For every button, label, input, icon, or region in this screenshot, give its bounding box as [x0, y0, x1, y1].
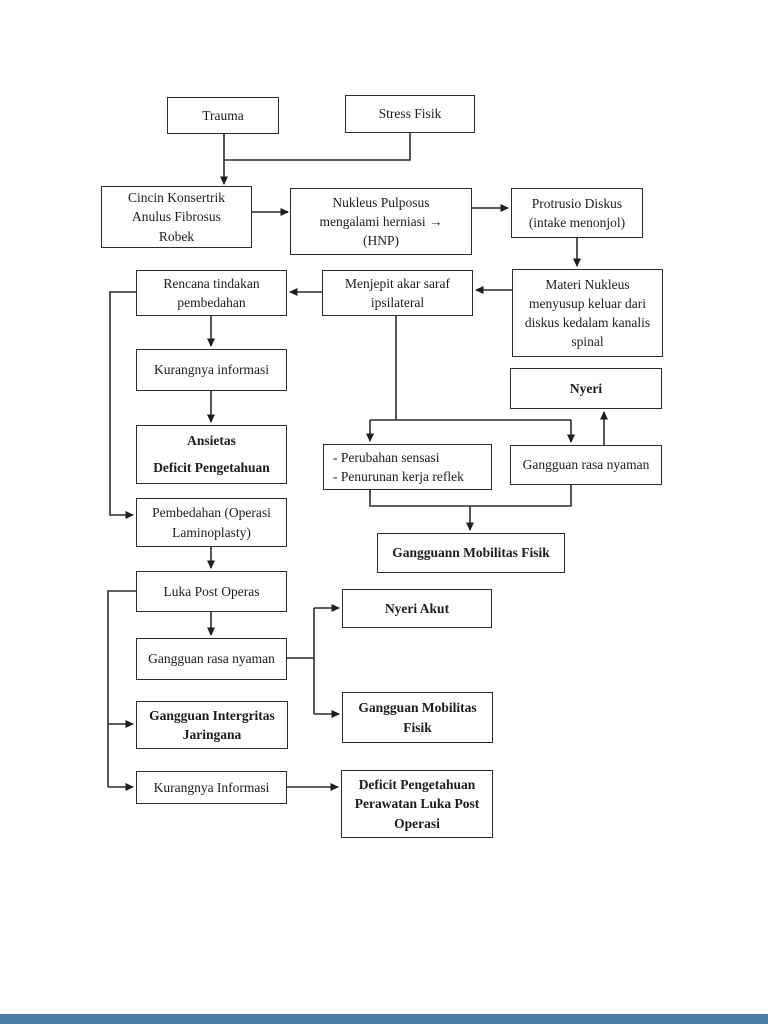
- box-gangguann-mobilitas-fisik: Gangguann Mobilitas Fisik: [377, 533, 565, 573]
- box-perubahan-sensasi: - Perubahan sensasi - Penurunan kerja re…: [323, 444, 492, 490]
- box-trauma: Trauma: [167, 97, 279, 134]
- box-nyeri-akut: Nyeri Akut: [342, 589, 492, 628]
- box-kurangnya-informasi-atas: Kurangnya informasi: [136, 349, 287, 391]
- arrow-rencana-to-pembedahan: [109, 291, 136, 519]
- box-rencana-tindakan: Rencana tindakan pembedahan: [136, 270, 287, 316]
- line-stressfisik-junction: [224, 133, 411, 161]
- box-protrusio-diskus: Protrusio Diskus (intake menonjol): [511, 188, 643, 238]
- box-ansietas-deficit: Ansietas Deficit Pengetahuan: [136, 425, 287, 484]
- box-pembedahan: Pembedahan (Operasi Laminoplasty): [136, 498, 287, 547]
- box-menjepit-akar-saraf: Menjepit akar saraf ipsilateral: [322, 270, 473, 316]
- box-nukleus-pulposus: Nukleus Pulposus mengalami herniasi → (H…: [290, 188, 472, 255]
- box-luka-post-operas: Luka Post Operas: [136, 571, 287, 612]
- box-gangguan-mobilitas-fisik: Gangguan Mobilitas Fisik: [342, 692, 493, 743]
- line-luka-left-down: [107, 590, 136, 787]
- box-gangguan-intergritas: Gangguan Intergritas Jaringana: [136, 701, 288, 749]
- box-nyeri: Nyeri: [510, 368, 662, 409]
- box-materi-nukleus: Materi Nukleus menyusup keluar dari disk…: [512, 269, 663, 357]
- page-bottom-bar: [0, 1014, 768, 1024]
- box-kurangnya-informasi-bawah: Kurangnya Informasi: [136, 771, 287, 804]
- box-gangguan-rasa-nyaman-atas: Gangguan rasa nyaman: [510, 445, 662, 485]
- box-stress-fisik: Stress Fisik: [345, 95, 475, 133]
- box-deficit-pengetahuan-perawatan: Deficit Pengetahuan Perawatan Luka Post …: [341, 770, 493, 838]
- box-gangguan-rasa-nyaman-bawah: Gangguan rasa nyaman: [136, 638, 287, 680]
- box-cincin-konsertrik: Cincin Konsertrik Anulus Fibrosus Robek: [101, 186, 252, 248]
